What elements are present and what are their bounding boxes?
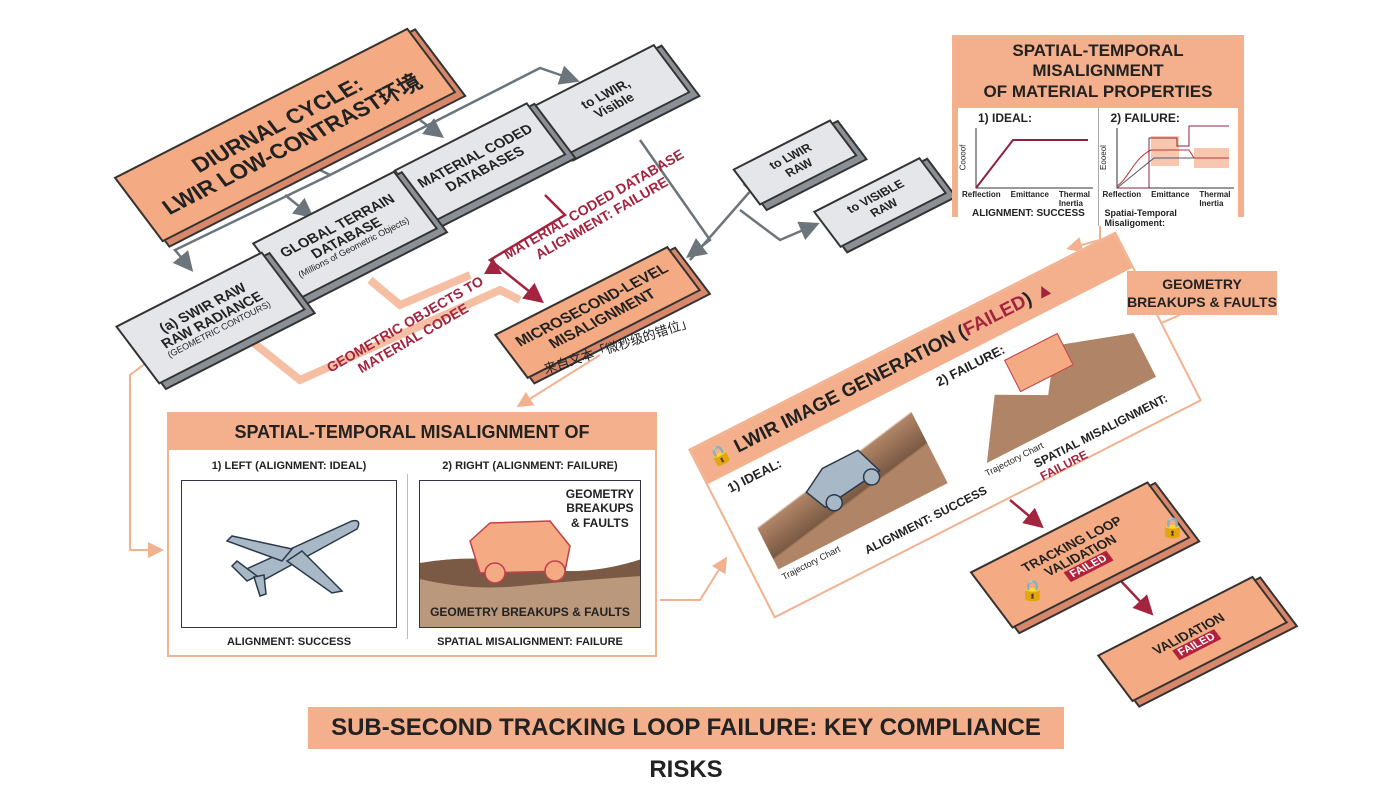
spatial-temporal-panel: SPATIAL-TEMPORAL MISALIGNMENT OF 1) LEFT… <box>167 412 657 657</box>
left-label: 1) LEFT (ALIGNMENT: IDEAL) <box>211 460 367 472</box>
material-properties-panel: SPATIAL-TEMPORAL MISALIGNMENT OF MATERIA… <box>952 35 1244 228</box>
left-caption: ALIGNMENT: SUCCESS <box>226 636 352 648</box>
x-tick: Emittance <box>1010 190 1049 200</box>
failure-label: 2) FAILURE: <box>1110 111 1180 126</box>
footer-title: SUB-SECOND TRACKING LOOP FAILURE: KEY CO… <box>308 707 1064 783</box>
geometry-annotation: GEOMETRY BREAKUPS & FAULTS <box>566 487 634 530</box>
panel-title: SPATIAL-TEMPORAL MISALIGNMENT OF MATERIA… <box>958 41 1238 103</box>
right-caption: SPATIAL MISALIGNMENT: FAILURE <box>437 636 623 648</box>
x-ticks: Reflection Emittance Thermal Inertia <box>962 190 1098 208</box>
ground-text: GEOMETRY BREAKUPS & FAULTS <box>430 605 630 619</box>
panel-title: SPATIAL-TEMPORAL MISALIGNMENT OF <box>169 414 655 450</box>
lock-icon: 🔒 <box>1020 580 1045 602</box>
airplane-icon <box>225 519 360 597</box>
lwir-image-generation-panel: 🔒 LWIR IMAGE GENERATION (FAILED) ▲ 1) ID… <box>688 231 1202 619</box>
ideal-caption: ALIGNMENT: SUCCESS <box>972 208 1085 220</box>
warning-icon <box>484 258 502 274</box>
x-ticks: Reflection Emittance Thermal Inertia <box>1103 190 1239 208</box>
annotation-line: BREAKUPS <box>566 501 634 516</box>
x-tick: Reflection <box>1102 190 1142 200</box>
label-line: GEOMETRY <box>1162 276 1242 292</box>
ideal-plot <box>975 128 1093 189</box>
airplane-image <box>181 480 397 628</box>
right-label: 2) RIGHT (ALIGNMENT: FAILURE) <box>442 460 618 472</box>
annotation-line: GEOMETRY <box>565 487 634 501</box>
x-tick: Thermal Inertia <box>1058 190 1091 209</box>
title-line: SPATIAL-TEMPORAL MISALIGNMENT <box>1012 41 1184 81</box>
failure-plot <box>1116 125 1234 189</box>
suv-icon <box>805 449 881 512</box>
lock-icon: 🔒 <box>1160 517 1185 539</box>
x-tick: Emittance <box>1151 190 1190 200</box>
annotation-line: & FAULTS <box>570 515 629 530</box>
ideal-label: 1) IDEAL: <box>978 111 1032 126</box>
title-line: OF MATERIAL PROPERTIES <box>983 81 1213 101</box>
label-line: BREAKUPS & FAULTS <box>1127 294 1277 311</box>
geometry-breakups-label: GEOMETRY BREAKUPS & FAULTS <box>1127 271 1277 315</box>
connectors <box>129 65 1181 616</box>
ideal-terrain-image <box>741 410 948 570</box>
x-tick: Thermal Inertia <box>1199 190 1231 209</box>
lock-icon: 🔒 <box>705 441 736 471</box>
divider <box>407 474 408 639</box>
warning-icon: ▲ <box>1030 277 1057 305</box>
failure-caption: Spatiai-Temporal Misaligoment: <box>1104 208 1177 229</box>
x-tick: Reflection <box>962 190 1001 200</box>
broken-car-icon <box>420 520 640 627</box>
car-breakup-image: GEOMETRY BREAKUPS & FAULTS GEOMETRY BREA… <box>419 480 641 628</box>
